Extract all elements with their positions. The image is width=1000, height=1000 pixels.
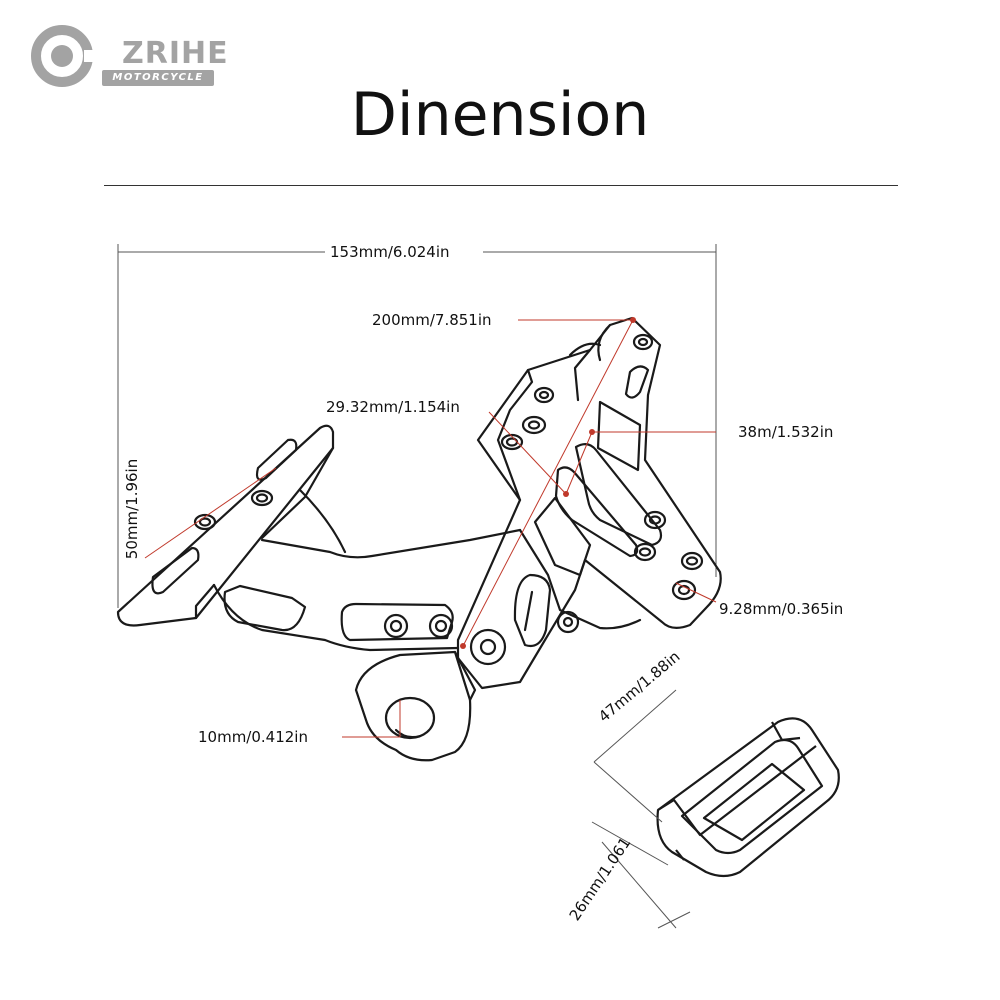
bracket-outline — [116, 316, 722, 762]
brand-logo: ZRIHE MOTORCYCLE — [26, 22, 228, 92]
title-divider — [104, 185, 898, 186]
brand-subtitle: MOTORCYCLE — [102, 70, 214, 86]
dim-small-hole: 9.28mm/0.365in — [719, 600, 844, 618]
body-slot — [340, 602, 454, 642]
left-plate-slot-lower — [151, 546, 200, 595]
measurement-lines — [144, 319, 717, 738]
dim-clamp-bore: 10mm/0.412in — [198, 728, 308, 746]
dim-slot-length: 38m/1.532in — [738, 423, 834, 441]
brand-name: ZRIHE — [122, 36, 229, 71]
pad-outline — [656, 717, 840, 878]
clamp-body — [354, 650, 472, 762]
dim-side-height: 50mm/1.96in — [123, 458, 141, 560]
left-plate-slot-upper — [255, 438, 298, 481]
main-plate-lower-window — [533, 496, 592, 577]
dim-overall-width: 153mm/6.024in — [330, 243, 450, 261]
body-window — [223, 584, 307, 632]
main-plate — [456, 316, 722, 690]
brand-ring-icon — [31, 25, 108, 87]
dim-hole-spacing: 29.32mm/1.154in — [326, 398, 460, 416]
dim-plate-length: 200mm/7.851in — [372, 311, 492, 329]
pad-length-dim — [593, 761, 663, 823]
measurement-markers — [460, 317, 636, 649]
pad-width-dim — [601, 841, 677, 929]
main-plate-window — [596, 400, 642, 472]
pad-body — [656, 717, 840, 878]
page-title: Dinension — [350, 80, 650, 150]
